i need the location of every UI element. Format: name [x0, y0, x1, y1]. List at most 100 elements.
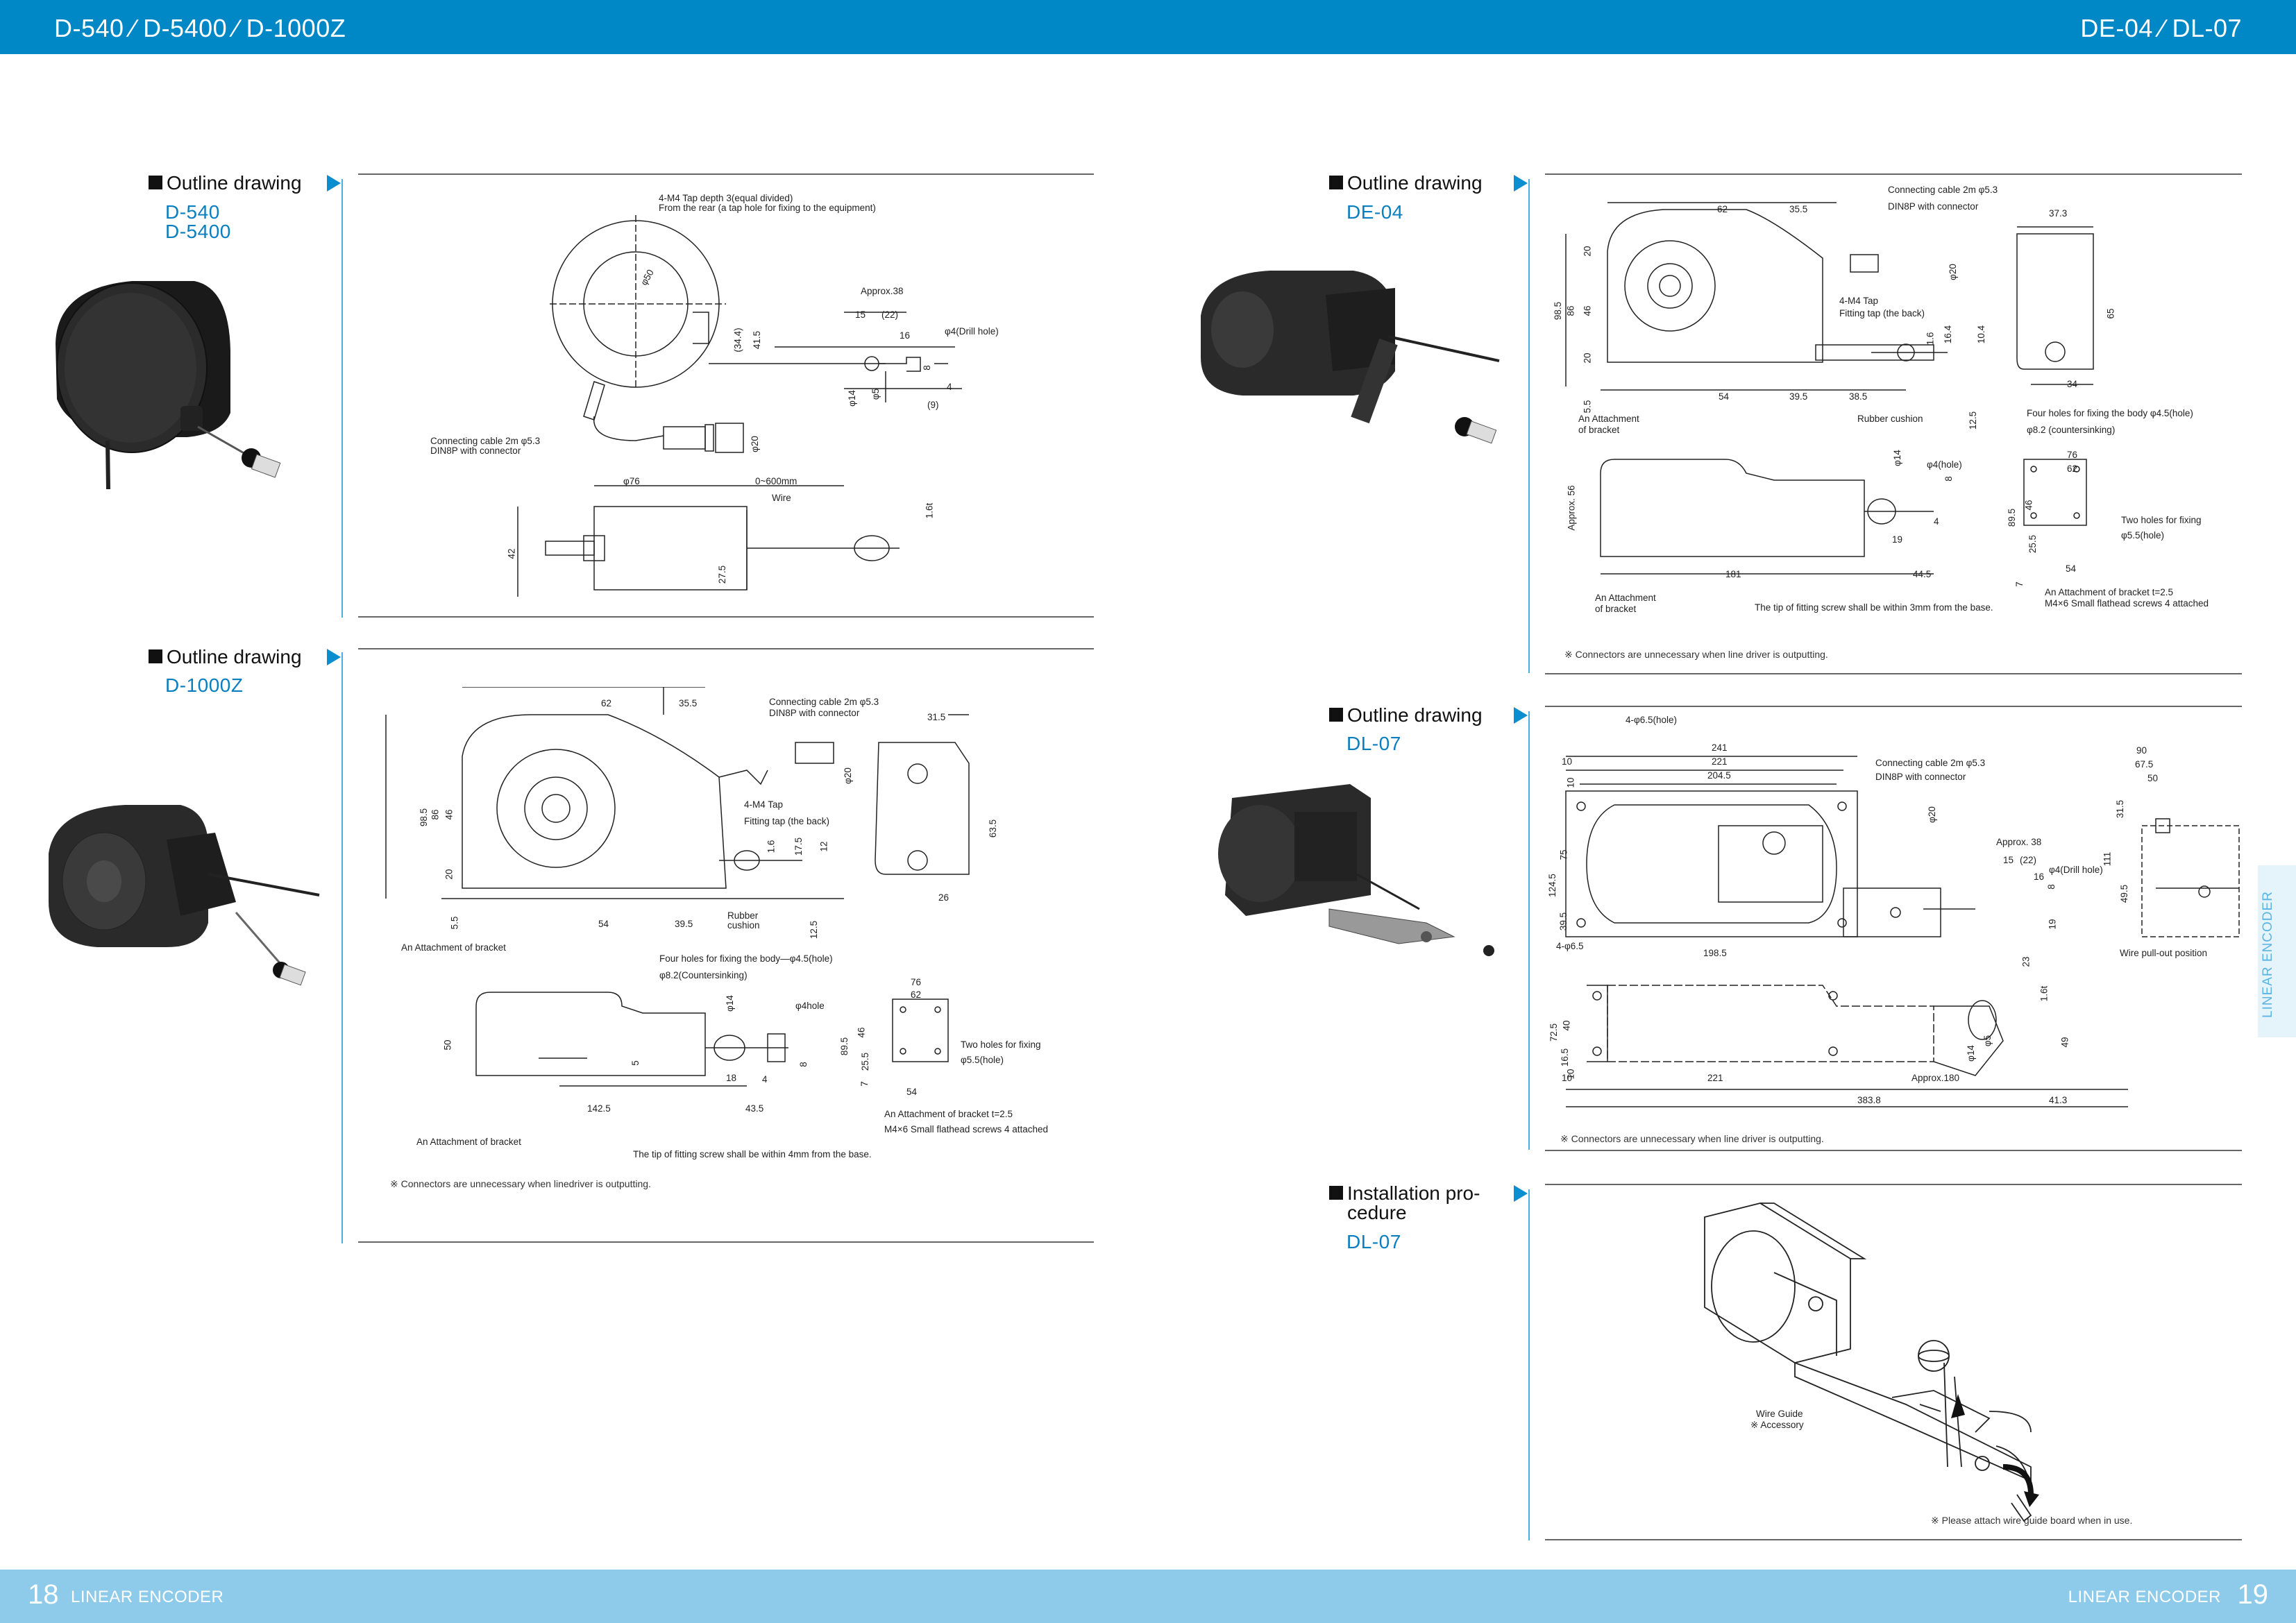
label-d65: 65 [2105, 308, 2116, 319]
note-de04: ※ Connectors are unnecessary when line d… [1564, 649, 1828, 660]
label-d4: 4 [1934, 516, 1939, 527]
label-cable: Connecting cable 2m φ5.3 [1875, 758, 1986, 768]
label-d1245: 124.5 [1546, 874, 1558, 897]
label-d46b: 46 [2023, 500, 2034, 511]
label-d104: 10.4 [1976, 325, 1987, 344]
section-heading-d1000z: Outline drawing [149, 646, 302, 668]
label-tap: 4-M4 Tap [744, 799, 784, 810]
label-d413: 41.3 [2049, 1095, 2068, 1105]
label-phi14: φ14 [846, 390, 857, 407]
label-d75: 75 [1558, 849, 1569, 860]
label-csk: φ8.2 (countersinking) [2027, 425, 2116, 435]
header-left-title: D-540 ∕ D-5400 ∕ D-1000Z [54, 14, 346, 42]
label-t16: 1.6t [2038, 985, 2050, 1002]
product-photo-d1000z [49, 805, 320, 986]
label-d7: 7 [859, 1081, 870, 1087]
label-d16: 1.6 [1925, 332, 1936, 346]
label-screws: M4×6 Small flathead screws 4 attached [884, 1124, 1048, 1135]
label-d4: 4 [762, 1074, 768, 1085]
section-heading-d540: Outline drawing [149, 172, 302, 194]
square-bullet-icon [149, 176, 162, 189]
label-d20b: 20 [1582, 352, 1593, 364]
label-attach2b: of bracket [1595, 604, 1637, 614]
label-d16: 1.6 [766, 840, 777, 853]
label-d62b: 62 [2067, 464, 2078, 474]
label-two: Two holes for fixing [961, 1039, 1041, 1050]
label-d46: 46 [1582, 305, 1593, 316]
label-cable2: DIN8P with connector [430, 445, 521, 456]
label-d495: 49.5 [2119, 884, 2130, 903]
model-de04: DE-04 [1347, 201, 1403, 223]
installation-illustration: Wire Guide ※ Accessory [1545, 1189, 2239, 1536]
outline-drawing-d540: 4-M4 Tap depth 3(equal divided) From the… [358, 180, 1094, 611]
label-approx38: Approx. 38 [1996, 837, 2042, 847]
outline-drawing-dl07: 4-φ6.5(hole) 241 221 204.5 10 10 Connect… [1545, 715, 2246, 1145]
label-d46b: 46 [856, 1027, 867, 1038]
model-d5400: D-5400 [165, 221, 231, 242]
label-cable2: DIN8P with connector [1888, 201, 1979, 212]
label-hole4: φ4hole [795, 1001, 825, 1011]
label-bracket-t: An Attachment of bracket t=2.5 [884, 1109, 1013, 1119]
label-d255: 25.5 [860, 1052, 871, 1071]
label-four: Four holes for fixing the body φ4.5(hole… [2027, 408, 2193, 418]
label-d12: 12 [818, 841, 829, 852]
label-d2045: 204.5 [1707, 770, 1731, 781]
label-d54: 54 [598, 919, 609, 929]
label-d62: 62 [1717, 204, 1728, 214]
label-d315: 31.5 [927, 712, 946, 722]
label-d18: 18 [726, 1073, 737, 1083]
section-top-rule [1545, 706, 2242, 707]
label-pullout: Wire pull-out position [2120, 948, 2208, 958]
label-d165: 16.5 [1560, 1048, 1571, 1067]
label-d395: 39.5 [1558, 912, 1569, 931]
label-tap: 4-M4 Tap [1839, 296, 1879, 306]
note-dl07: ※ Connectors are unnecessary when line d… [1560, 1133, 1824, 1144]
label-d10b: 10 [1565, 777, 1576, 788]
label-d55: 5.5 [449, 916, 460, 930]
right-page-number: 19 [2237, 1579, 2269, 1610]
triangle-arrow-icon [1514, 707, 1528, 724]
square-bullet-icon [149, 649, 162, 663]
label-d181: 181 [1725, 569, 1741, 579]
side-index-tab: LINEAR ENCODER [2258, 865, 2296, 1037]
label-d46: 46 [444, 809, 455, 820]
note-d1000z: ※ Connectors are unnecessary when linedr… [390, 1178, 651, 1189]
label-cable: Connecting cable 2m φ5.3 [430, 436, 541, 446]
label-phi20: φ20 [842, 767, 853, 784]
label-drill: φ4(Drill hole) [945, 326, 999, 337]
label-attach-b: of bracket [1578, 425, 1620, 435]
label-phi14: φ14 [1891, 450, 1902, 466]
triangle-arrow-icon [327, 649, 341, 665]
label-cushion: cushion [727, 920, 760, 931]
right-footer-label: LINEAR ENCODER [2068, 1588, 2221, 1606]
product-photo-de04 [1201, 271, 1500, 444]
square-bullet-icon [1329, 176, 1343, 189]
label-tap2: Fitting tap (the back) [1839, 308, 1925, 318]
label-cable2: DIN8P with connector [769, 708, 860, 718]
left-page-number: 18 [28, 1579, 59, 1610]
label-rubber: Rubber cushion [1857, 414, 1923, 424]
label-d62b: 62 [911, 989, 922, 1000]
label-d895: 89.5 [2007, 508, 2018, 527]
label-d26: 26 [938, 892, 949, 903]
drawing-lines-d1000z [385, 687, 970, 1087]
product-photo-d540 [56, 281, 281, 489]
label-d221: 221 [1712, 756, 1728, 767]
outline-drawing-de04: Connecting cable 2m φ5.3 DIN8P with conn… [1545, 182, 2246, 654]
label-d86: 86 [1565, 305, 1576, 316]
section-divider-line [341, 179, 343, 618]
label-d16: 16 [900, 330, 911, 341]
label-d111: 111 [2102, 851, 2113, 867]
label-d4: 4 [947, 382, 952, 392]
triangle-arrow-icon [1514, 1185, 1528, 1202]
model-install-dl07: DL-07 [1347, 1231, 1401, 1252]
section-divider-line [1528, 711, 1530, 1150]
label-d54b: 54 [906, 1087, 918, 1097]
label-d164: 16.4 [1943, 325, 1954, 344]
label-d241: 241 [1712, 742, 1728, 753]
label-phi20: φ20 [1947, 264, 1958, 280]
label-d8: 8 [2045, 884, 2057, 890]
label-d10: 10 [1562, 756, 1573, 767]
label-tip: The tip of fitting screw shall be within… [633, 1149, 872, 1159]
section-heading-de04: Outline drawing [1329, 172, 1483, 194]
